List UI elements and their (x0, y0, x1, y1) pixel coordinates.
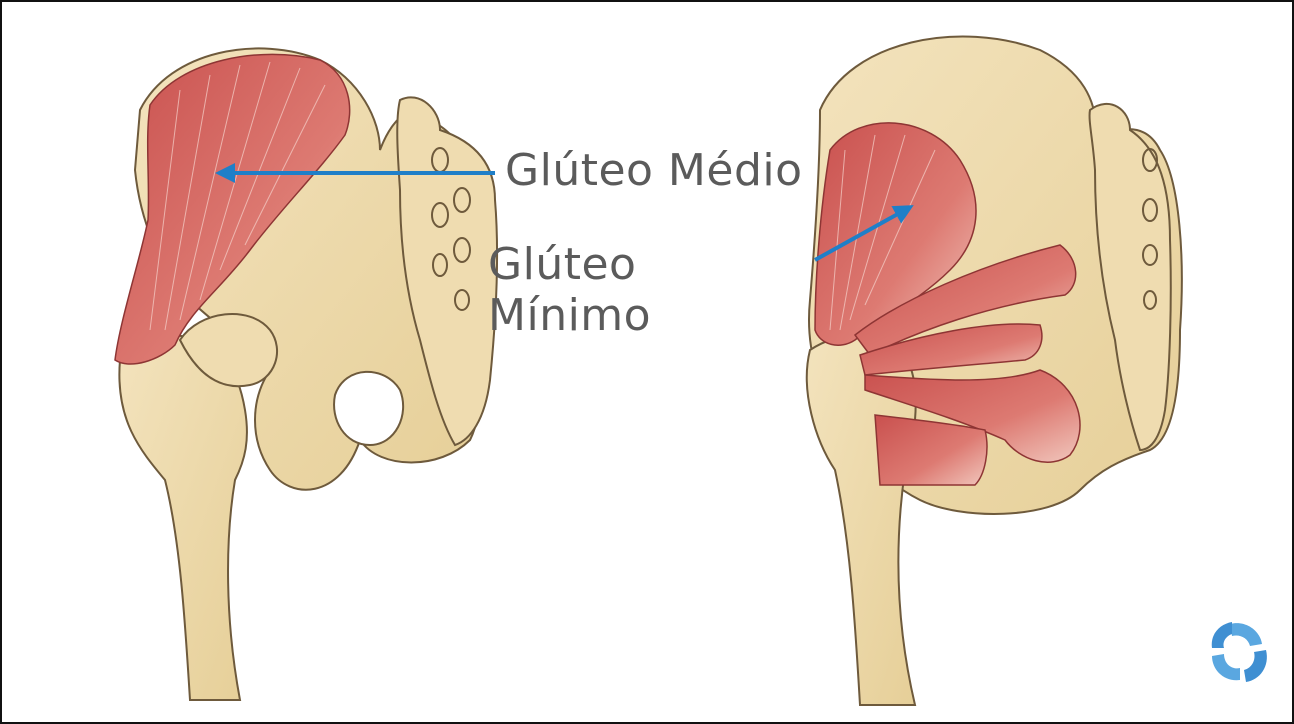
gluteus-minimus-label-line2: Mínimo (488, 291, 651, 342)
right-hip-figure (807, 37, 1182, 706)
brand-logo-icon (1212, 622, 1267, 682)
left-obturator-foramen (334, 372, 403, 445)
left-femur-bone (119, 335, 247, 700)
left-hip-figure (115, 48, 497, 700)
gluteus-minimus-label-line1: Glúteo (488, 240, 651, 291)
gluteus-minimus-label: Glúteo Mínimo (488, 240, 651, 341)
gluteus-medius-label: Glúteo Médio (505, 146, 803, 197)
